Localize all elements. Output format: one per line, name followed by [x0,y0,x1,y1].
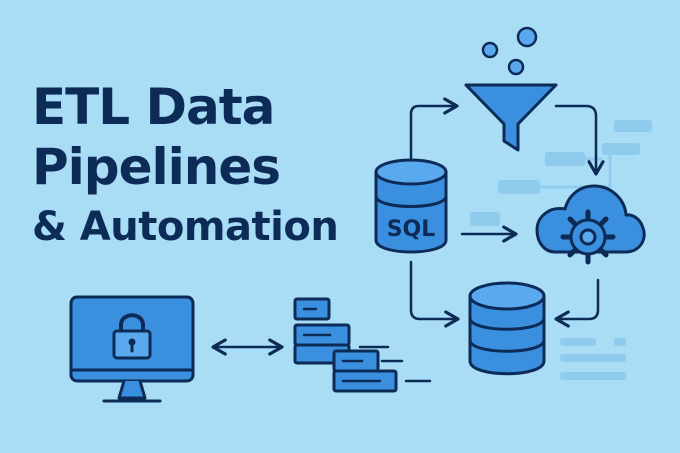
lock-icon [112,313,152,360]
funnel-icon [464,83,558,152]
gear-icon [560,209,616,265]
arrow-cloud-to-database [554,278,600,328]
database-icon [468,281,546,376]
arrow-sql-to-database [409,260,460,328]
flow-arrows [211,97,605,356]
arrow-funnel-to-cloud [554,104,605,176]
data-blocks-icon [293,297,432,393]
sql-label: SQL [387,217,436,242]
locked-monitor-icon [69,295,195,403]
title-line-1: ETL Data [32,78,275,136]
title-line-2: Pipelines [32,138,281,196]
sql-database-icon: SQL [374,158,448,254]
arrow-sql-to-funnel [409,97,459,160]
title-line-3: & Automation [32,204,339,250]
cloud-gear-icon [535,184,646,265]
bubbles-icon [481,26,538,76]
